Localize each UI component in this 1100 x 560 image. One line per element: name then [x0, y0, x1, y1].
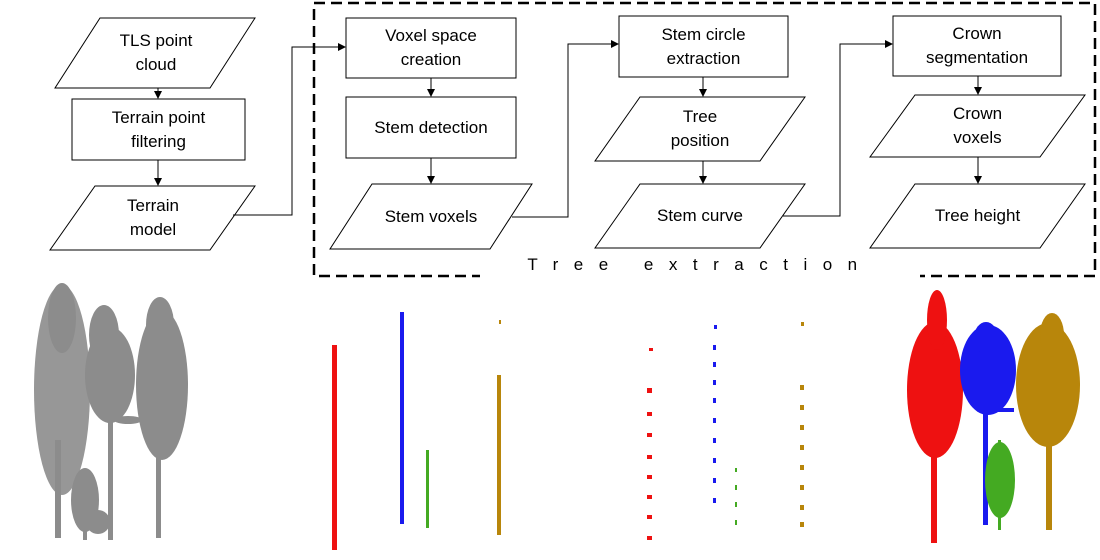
tree-extraction-label: Tree extraction: [480, 255, 920, 279]
segmented-trees-image: [907, 290, 1080, 543]
stem-circles-image: [647, 322, 804, 540]
stem-voxels-image: [332, 312, 501, 550]
tree-height-node: Tree height: [934, 206, 1021, 225]
stem-circle-node: Stem circle extraction: [661, 24, 746, 68]
tls-point-cloud-shape: [54, 17, 256, 89]
tree-height-shape: [869, 183, 1086, 249]
terrain-filtering-shape: [71, 98, 246, 161]
stem-curve-shape: [594, 183, 806, 249]
stem-detection-node: Stem detection: [374, 117, 488, 137]
tree-position-node: Tree position: [670, 107, 730, 150]
crown-segmentation-shape: [892, 15, 1062, 77]
stem-detection-shape: [345, 96, 517, 159]
stem-circle-shape: [618, 15, 789, 78]
tree-position-shape: [594, 96, 806, 162]
voxel-space-node: Voxel space creation: [385, 26, 477, 69]
arrow-model-to-voxel: [233, 43, 346, 216]
terrain-model-node: Terrain model: [127, 196, 179, 239]
terrain-model-shape: [49, 185, 256, 251]
gray-point-cloud-image: [34, 283, 188, 540]
arrow-stem-voxels-to-circle: [512, 40, 619, 218]
crown-segmentation-node: Crown segmentation: [925, 24, 1029, 67]
arrow-stem-curve-to-crown: [783, 40, 893, 217]
crown-voxels-node: Crown voxels: [952, 104, 1003, 147]
stem-curve-node: Stem curve: [657, 206, 743, 225]
stem-voxels-shape: [329, 183, 533, 250]
terrain-filtering-node: Terrain point filtering: [111, 107, 206, 151]
stem-voxels-node: Stem voxels: [384, 206, 478, 226]
tls-point-cloud-node: TLS point cloud: [119, 31, 193, 74]
crown-voxels-shape: [869, 94, 1086, 158]
